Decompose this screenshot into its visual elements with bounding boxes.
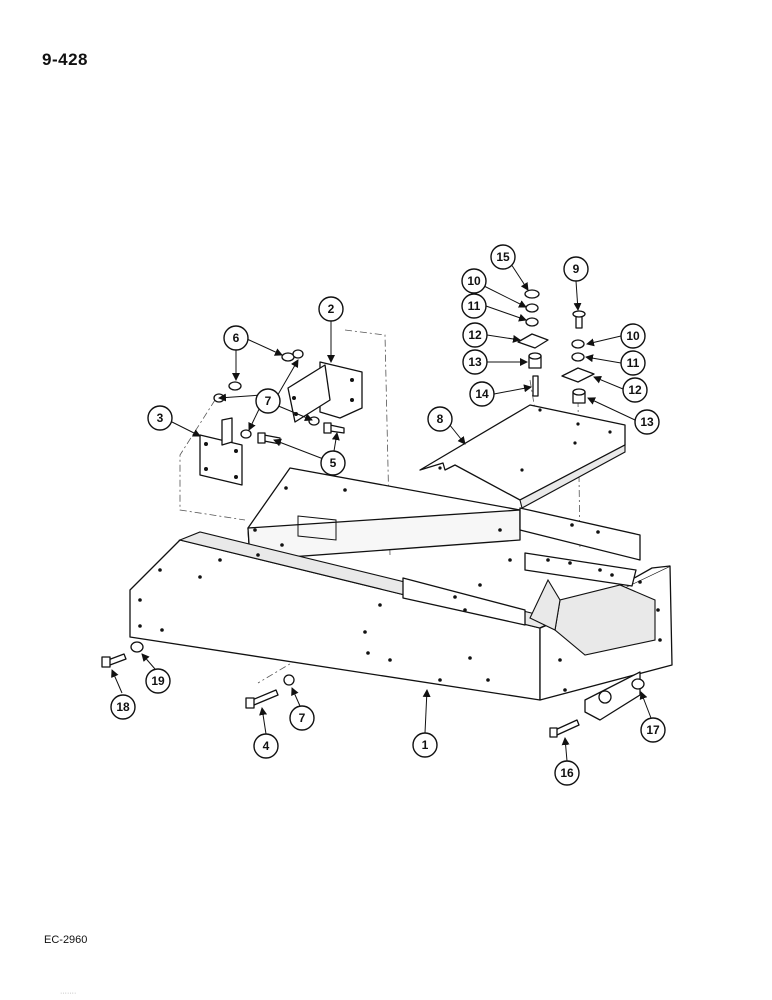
bracket-right [287,361,363,423]
svg-text:13: 13 [468,355,482,369]
callout-11-left: 11 [461,293,487,319]
svg-text:18: 18 [116,700,130,714]
callout-7-lower: 7 [289,705,315,731]
svg-text:9: 9 [573,262,580,276]
footer-mark: ······· [60,990,77,997]
callout-17: 17 [640,717,666,743]
callout-14: 14 [469,381,495,407]
svg-text:1: 1 [422,738,429,752]
callout-6: 6 [223,325,249,351]
svg-text:7: 7 [265,394,272,408]
svg-text:11: 11 [468,299,481,313]
callout-15: 15 [490,244,516,270]
svg-text:2: 2 [328,302,335,316]
svg-text:14: 14 [475,387,489,401]
svg-text:12: 12 [468,328,482,342]
page-number: 9-428 [42,50,88,69]
callout-12-right: 12 [622,377,648,403]
callout-7-upper: 7 [255,388,281,414]
svg-text:15: 15 [496,250,510,264]
callout-4: 4 [253,733,279,759]
callout-18: 18 [110,694,136,720]
frame-holes [138,486,662,692]
svg-text:6: 6 [233,331,240,345]
svg-text:4: 4 [263,739,270,753]
svg-text:5: 5 [330,456,337,470]
callout-3: 3 [147,405,173,431]
callout-12-left: 12 [462,322,488,348]
svg-text:19: 19 [151,674,165,688]
callout-10-right: 10 [620,323,646,349]
leader-lines [111,263,652,762]
callout-9: 9 [563,256,589,282]
callout-11-right: 11 [620,350,646,376]
callout-16: 16 [554,760,580,786]
svg-text:11: 11 [627,356,640,370]
svg-text:10: 10 [467,274,481,288]
svg-text:17: 17 [646,723,660,737]
figure-code: EC-2960 [44,934,88,946]
cover-plate [419,404,626,509]
callout-19: 19 [145,668,171,694]
svg-text:10: 10 [626,329,640,343]
callout-1: 1 [412,732,438,758]
callout-5: 5 [320,450,346,476]
callout-10-left: 10 [461,268,487,294]
svg-text:3: 3 [157,411,164,425]
fasteners [101,289,645,738]
svg-text:8: 8 [437,412,444,426]
svg-text:12: 12 [628,383,642,397]
callout-13-right: 13 [634,409,660,435]
svg-text:16: 16 [560,766,574,780]
callout-13-left: 13 [462,349,488,375]
bracket-left [199,417,243,486]
svg-text:13: 13 [640,415,654,429]
main-frame [129,467,673,721]
callout-2: 2 [318,296,344,322]
callout-8: 8 [427,406,453,432]
svg-text:7: 7 [299,711,306,725]
